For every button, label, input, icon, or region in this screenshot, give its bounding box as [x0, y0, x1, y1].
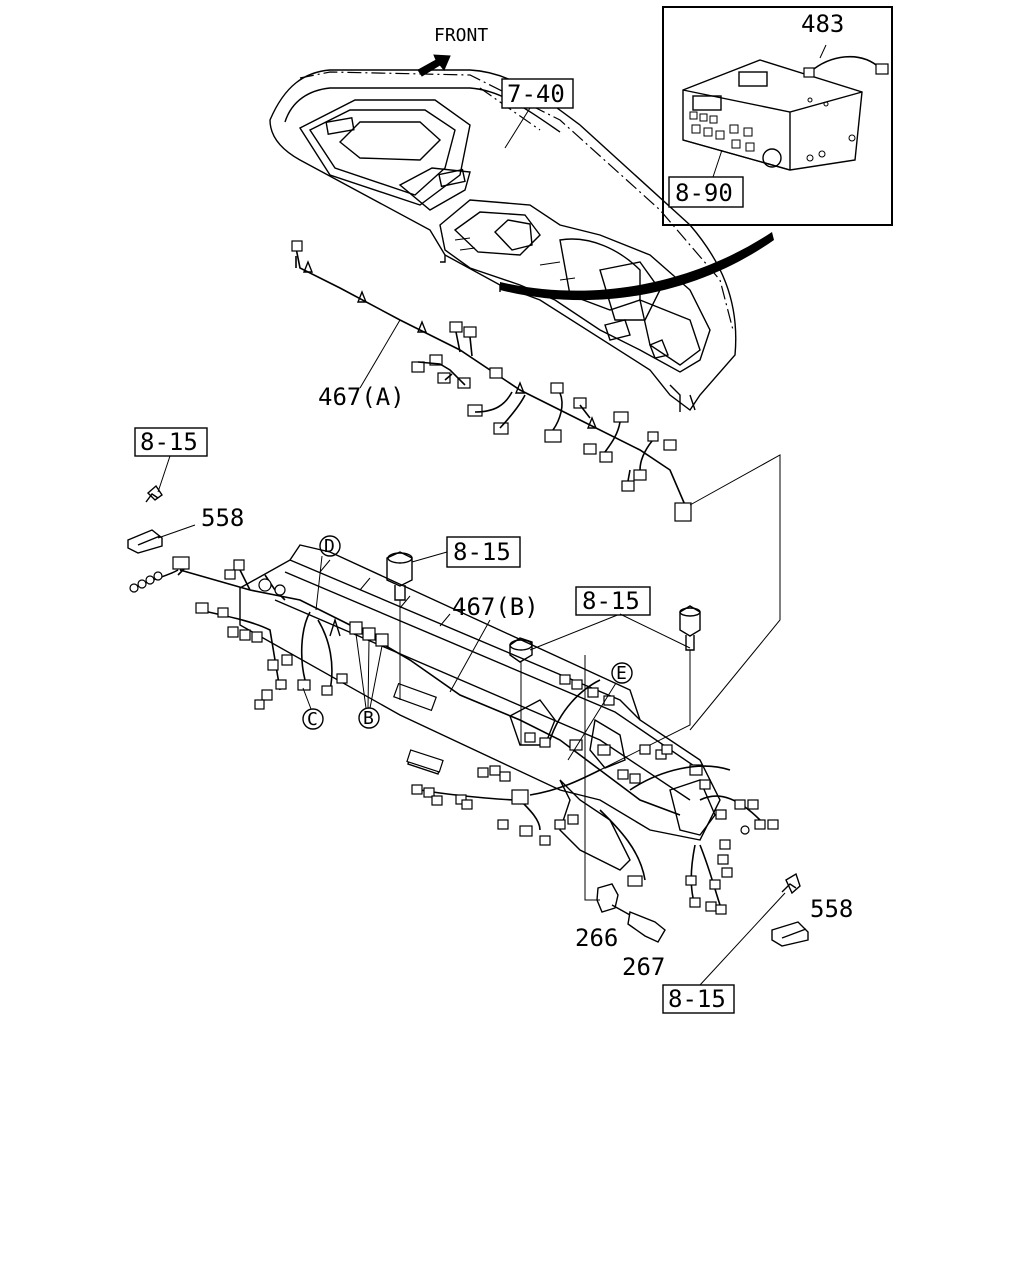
- part-266-label: 266: [575, 924, 618, 952]
- radio-ref-box: [668, 176, 744, 208]
- left-clip-group: 8-15 558: [127, 427, 244, 554]
- ref-8-15-nut-label: 8-15: [582, 587, 640, 615]
- radio-part-number: 483: [801, 10, 844, 38]
- part-267-label: 267: [622, 953, 665, 981]
- clip-left-label: 558: [201, 504, 244, 532]
- radio-ref-label: 8-90: [675, 179, 733, 207]
- ref-8-15-bolt-label: 8-15: [453, 538, 511, 566]
- harness-b-label: 467(B): [452, 593, 539, 621]
- marker-e: E: [616, 663, 627, 684]
- harness-a-label: 467(A): [318, 383, 405, 411]
- front-label: FRONT: [434, 25, 488, 46]
- clip-right-label: 558: [810, 895, 853, 923]
- marker-b: B: [363, 708, 374, 729]
- marker-c: C: [307, 709, 318, 730]
- instrument-panel-ref-label: 7-40: [507, 80, 565, 108]
- front-arrow-icon: [417, 54, 451, 77]
- harness-467b: 8-15 467(B) 8-15: [129, 536, 853, 1014]
- instrument-panel: [269, 69, 737, 412]
- front-direction-indicator: FRONT: [417, 25, 488, 77]
- ref-8-15-bottom-label: 8-15: [668, 985, 726, 1013]
- radio-detail-inset: 483 8-90: [662, 6, 893, 226]
- detail-sweep-arrow: [500, 232, 774, 301]
- part-266: [596, 883, 619, 913]
- clip-558-left: [127, 529, 163, 554]
- harness-467a: 467(A): [291, 240, 781, 731]
- callout-7-40: 7-40: [501, 78, 574, 149]
- ref-8-15-left-label: 8-15: [140, 428, 198, 456]
- circle-markers: D C B E: [302, 535, 633, 761]
- part-267: [627, 911, 666, 943]
- clip-558-right: [771, 921, 809, 947]
- marker-d: D: [324, 536, 335, 557]
